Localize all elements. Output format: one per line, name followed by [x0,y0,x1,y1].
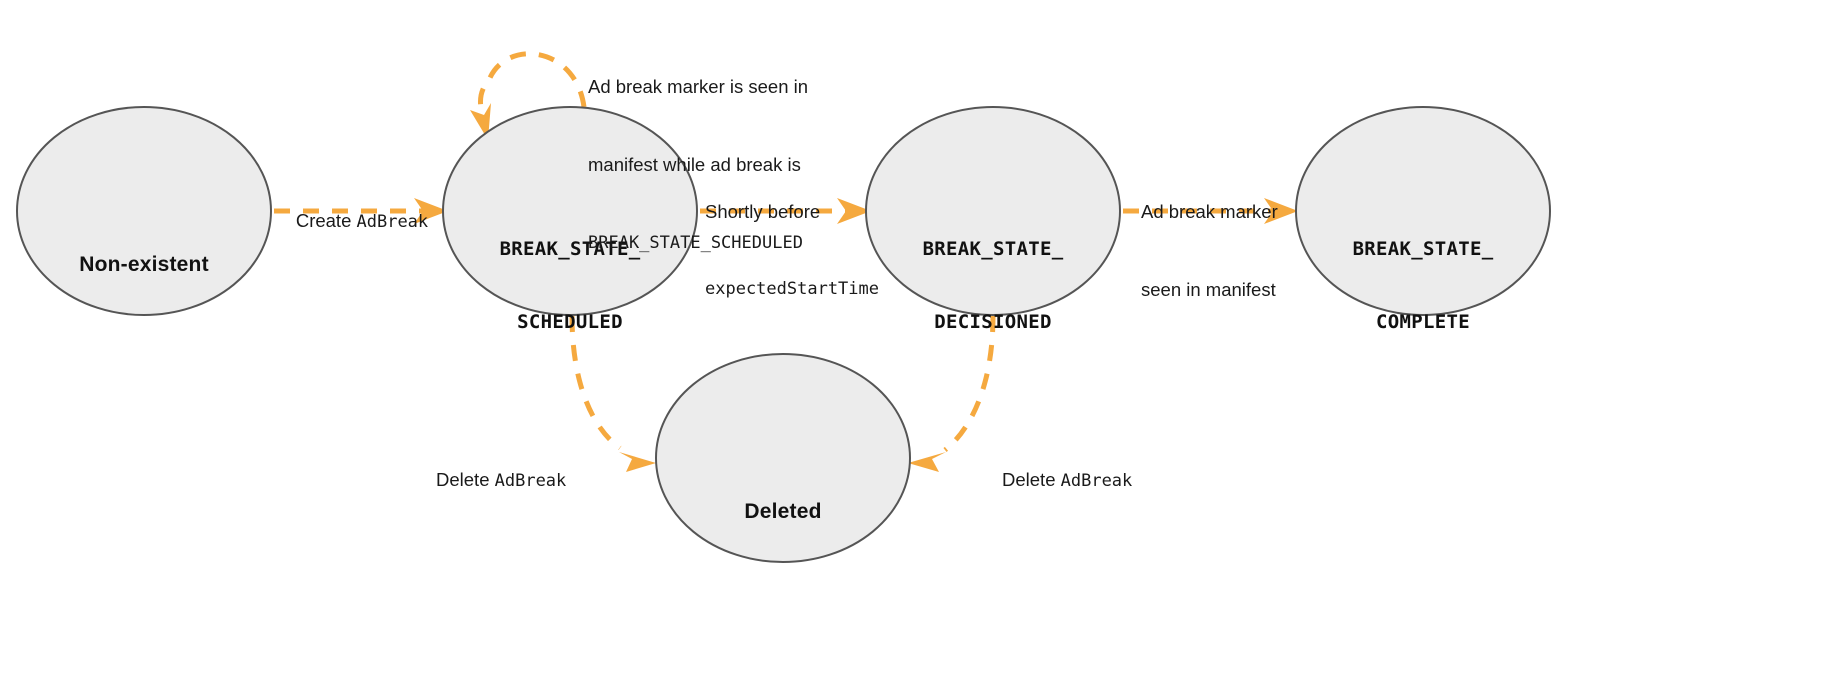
node-non-existent[interactable] [16,106,272,316]
arrowhead-marker-seen-while-scheduled [470,103,491,140]
edge-line-marker-seen-while-scheduled [478,51,587,122]
node-break-state-complete[interactable] [1295,106,1551,316]
edge-create-adbreak [274,198,448,224]
node-break-state-scheduled[interactable] [442,106,698,316]
edge-shortly-before-expected-start-time [700,198,871,224]
arrowhead-delete-from-scheduled [619,452,656,472]
node-group [16,106,1551,563]
arrowhead-delete-from-decisioned [908,452,946,472]
arrowhead-marker-seen-in-manifest [1264,198,1298,224]
edge-marker-seen-in-manifest [1123,198,1298,224]
edge-line-delete-from-decisioned [943,315,996,452]
arrowhead-shortly-before [837,198,871,224]
edge-delete-adbreak-from-scheduled [569,315,656,472]
node-deleted[interactable] [655,353,911,563]
edge-marker-seen-while-scheduled [470,51,587,140]
edge-line-delete-from-scheduled [569,315,622,451]
edge-group [274,51,1298,472]
edge-delete-adbreak-from-decisioned [908,315,996,472]
arrowhead-create-adbreak [414,198,448,224]
node-break-state-decisioned[interactable] [865,106,1121,316]
